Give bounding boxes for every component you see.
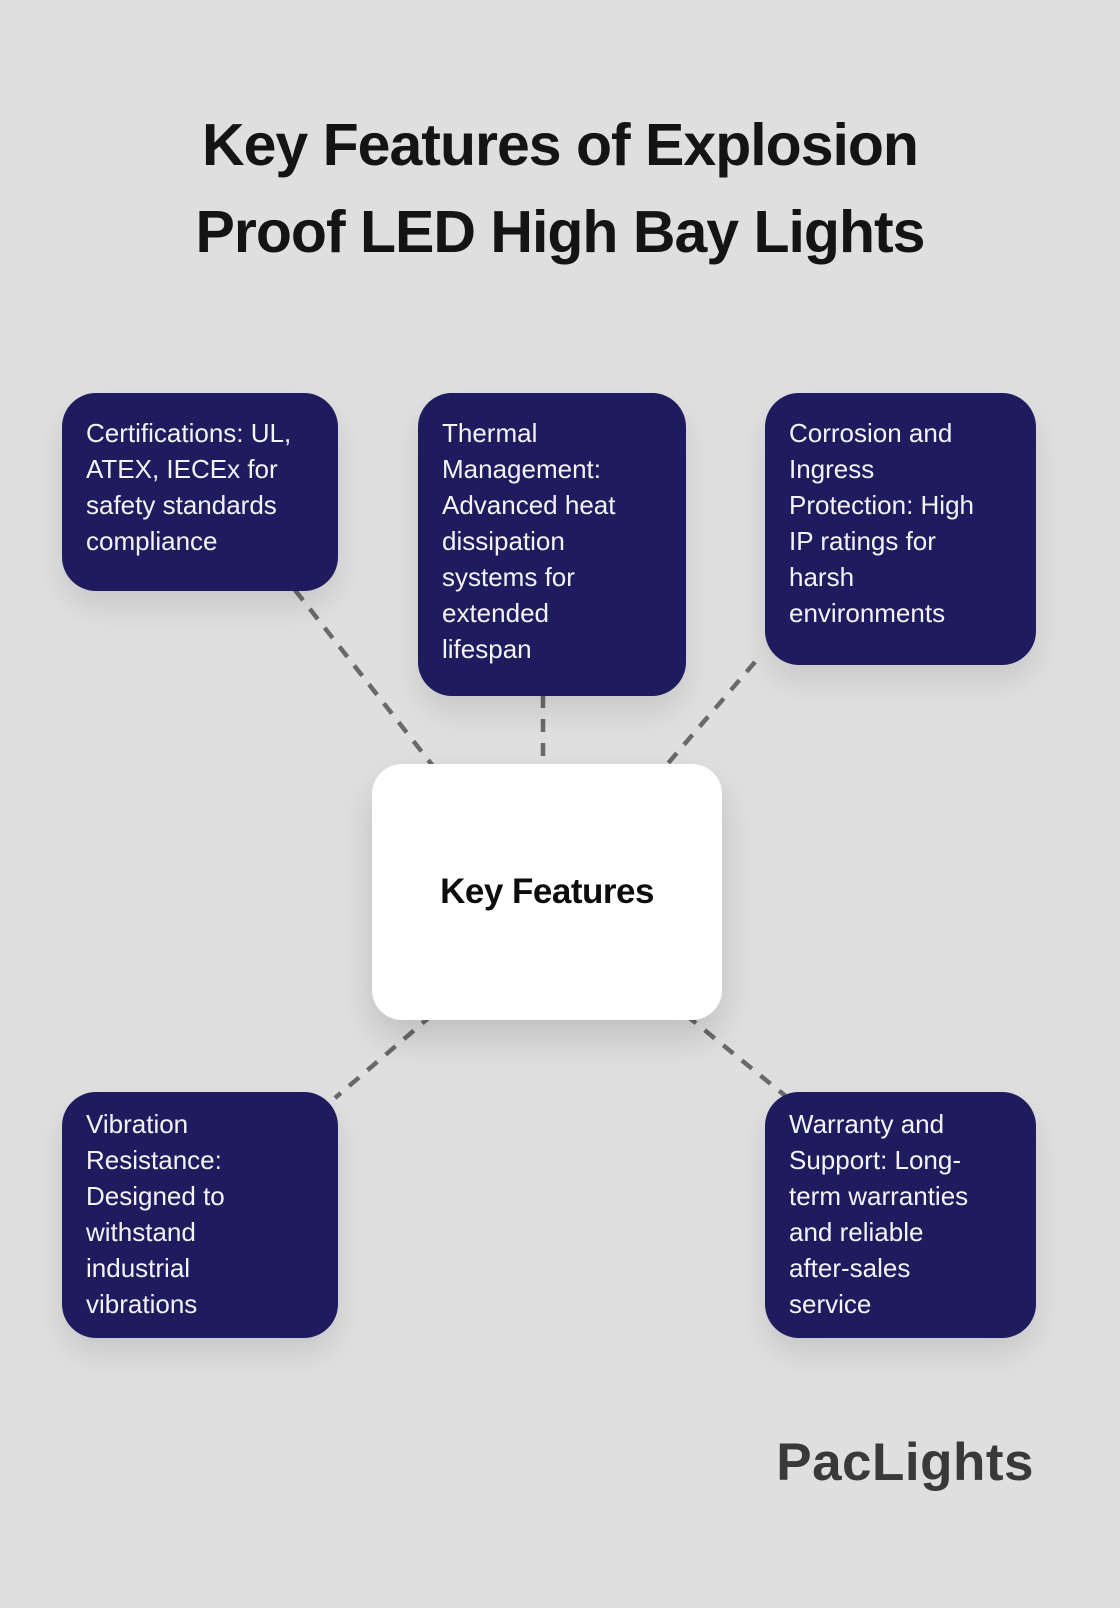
feature-node-vibration: Vibration Resistance: Designed to withst… [62, 1092, 338, 1338]
feature-node-certifications: Certifications: UL, ATEX, IECEx for safe… [62, 393, 338, 591]
connector-warranty [684, 1013, 790, 1100]
feature-node-corrosion: Corrosion and Ingress Protection: High I… [765, 393, 1036, 665]
connector-certifications [293, 588, 442, 777]
feature-node-thermal: Thermal Management: Advanced heat dissip… [418, 393, 686, 696]
page-title: Key Features of Explosion Proof LED High… [195, 112, 926, 265]
feature-node-warranty: Warranty and Support: Long- term warrant… [765, 1092, 1036, 1338]
connector-vibration [333, 1013, 434, 1100]
connector-corrosion [656, 660, 757, 777]
brand-logo: PacLights [776, 1433, 1034, 1492]
center-node-label: Key Features [440, 872, 654, 911]
center-node: Key Features [372, 764, 722, 1020]
